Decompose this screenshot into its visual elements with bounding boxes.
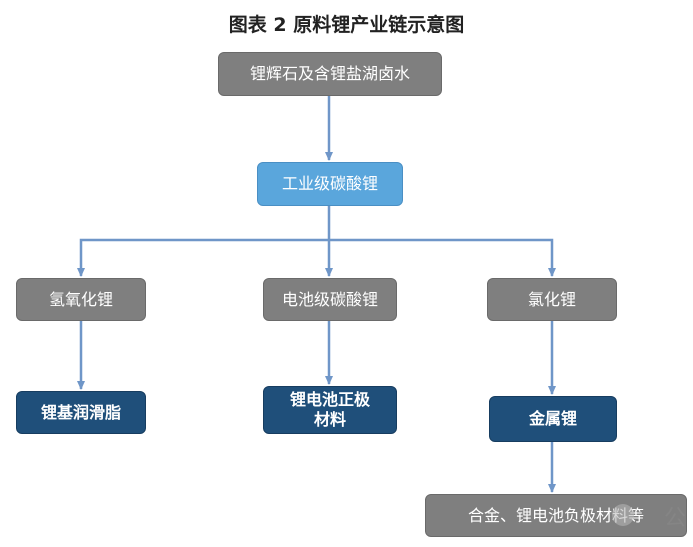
node-lithium-chloride: 氯化锂: [487, 278, 617, 321]
node-cathode-material: 锂电池正极 材料: [263, 386, 397, 434]
edge-branch-lioh: [77, 238, 329, 277]
node-lithium-grease: 锂基润滑脂: [16, 391, 146, 434]
node-lithium-hydroxide: 氢氧化锂: [16, 278, 146, 321]
node-industrial-lithium-carbonate: 工业级碳酸锂: [257, 162, 403, 206]
page-title: 图表 2 原料锂产业链示意图: [228, 14, 465, 36]
node-lithium-metal: 金属锂: [489, 396, 617, 442]
node-raw-materials: 锂辉石及含锂盐湖卤水: [218, 52, 442, 96]
node-alloy-anode-materials: 合金、锂电池负极材料等: [425, 494, 687, 537]
node-label: 金属锂: [528, 409, 577, 428]
watermark-text: 公: [664, 506, 687, 531]
node-label: 氢氧化锂: [48, 289, 113, 309]
node-label: 工业级碳酸锂: [281, 174, 378, 193]
node-label: 锂辉石及含锂盐湖卤水: [249, 64, 410, 83]
node-label: 锂基润滑脂: [40, 402, 121, 422]
node-battery-grade-lithium-carbonate: 电池级碳酸锂: [263, 278, 397, 321]
watermark: 公: [612, 498, 692, 534]
node-label: 氯化锂: [527, 289, 576, 309]
node-label: 电池级碳酸锂: [281, 289, 378, 309]
edge-branch-licl: [329, 238, 556, 277]
node-label: 合金、锂电池负极材料等: [467, 505, 644, 525]
watermark-icon: [612, 504, 634, 526]
node-label-line2: 材料: [313, 410, 346, 429]
node-label-line1: 锂电池正极: [289, 390, 370, 409]
